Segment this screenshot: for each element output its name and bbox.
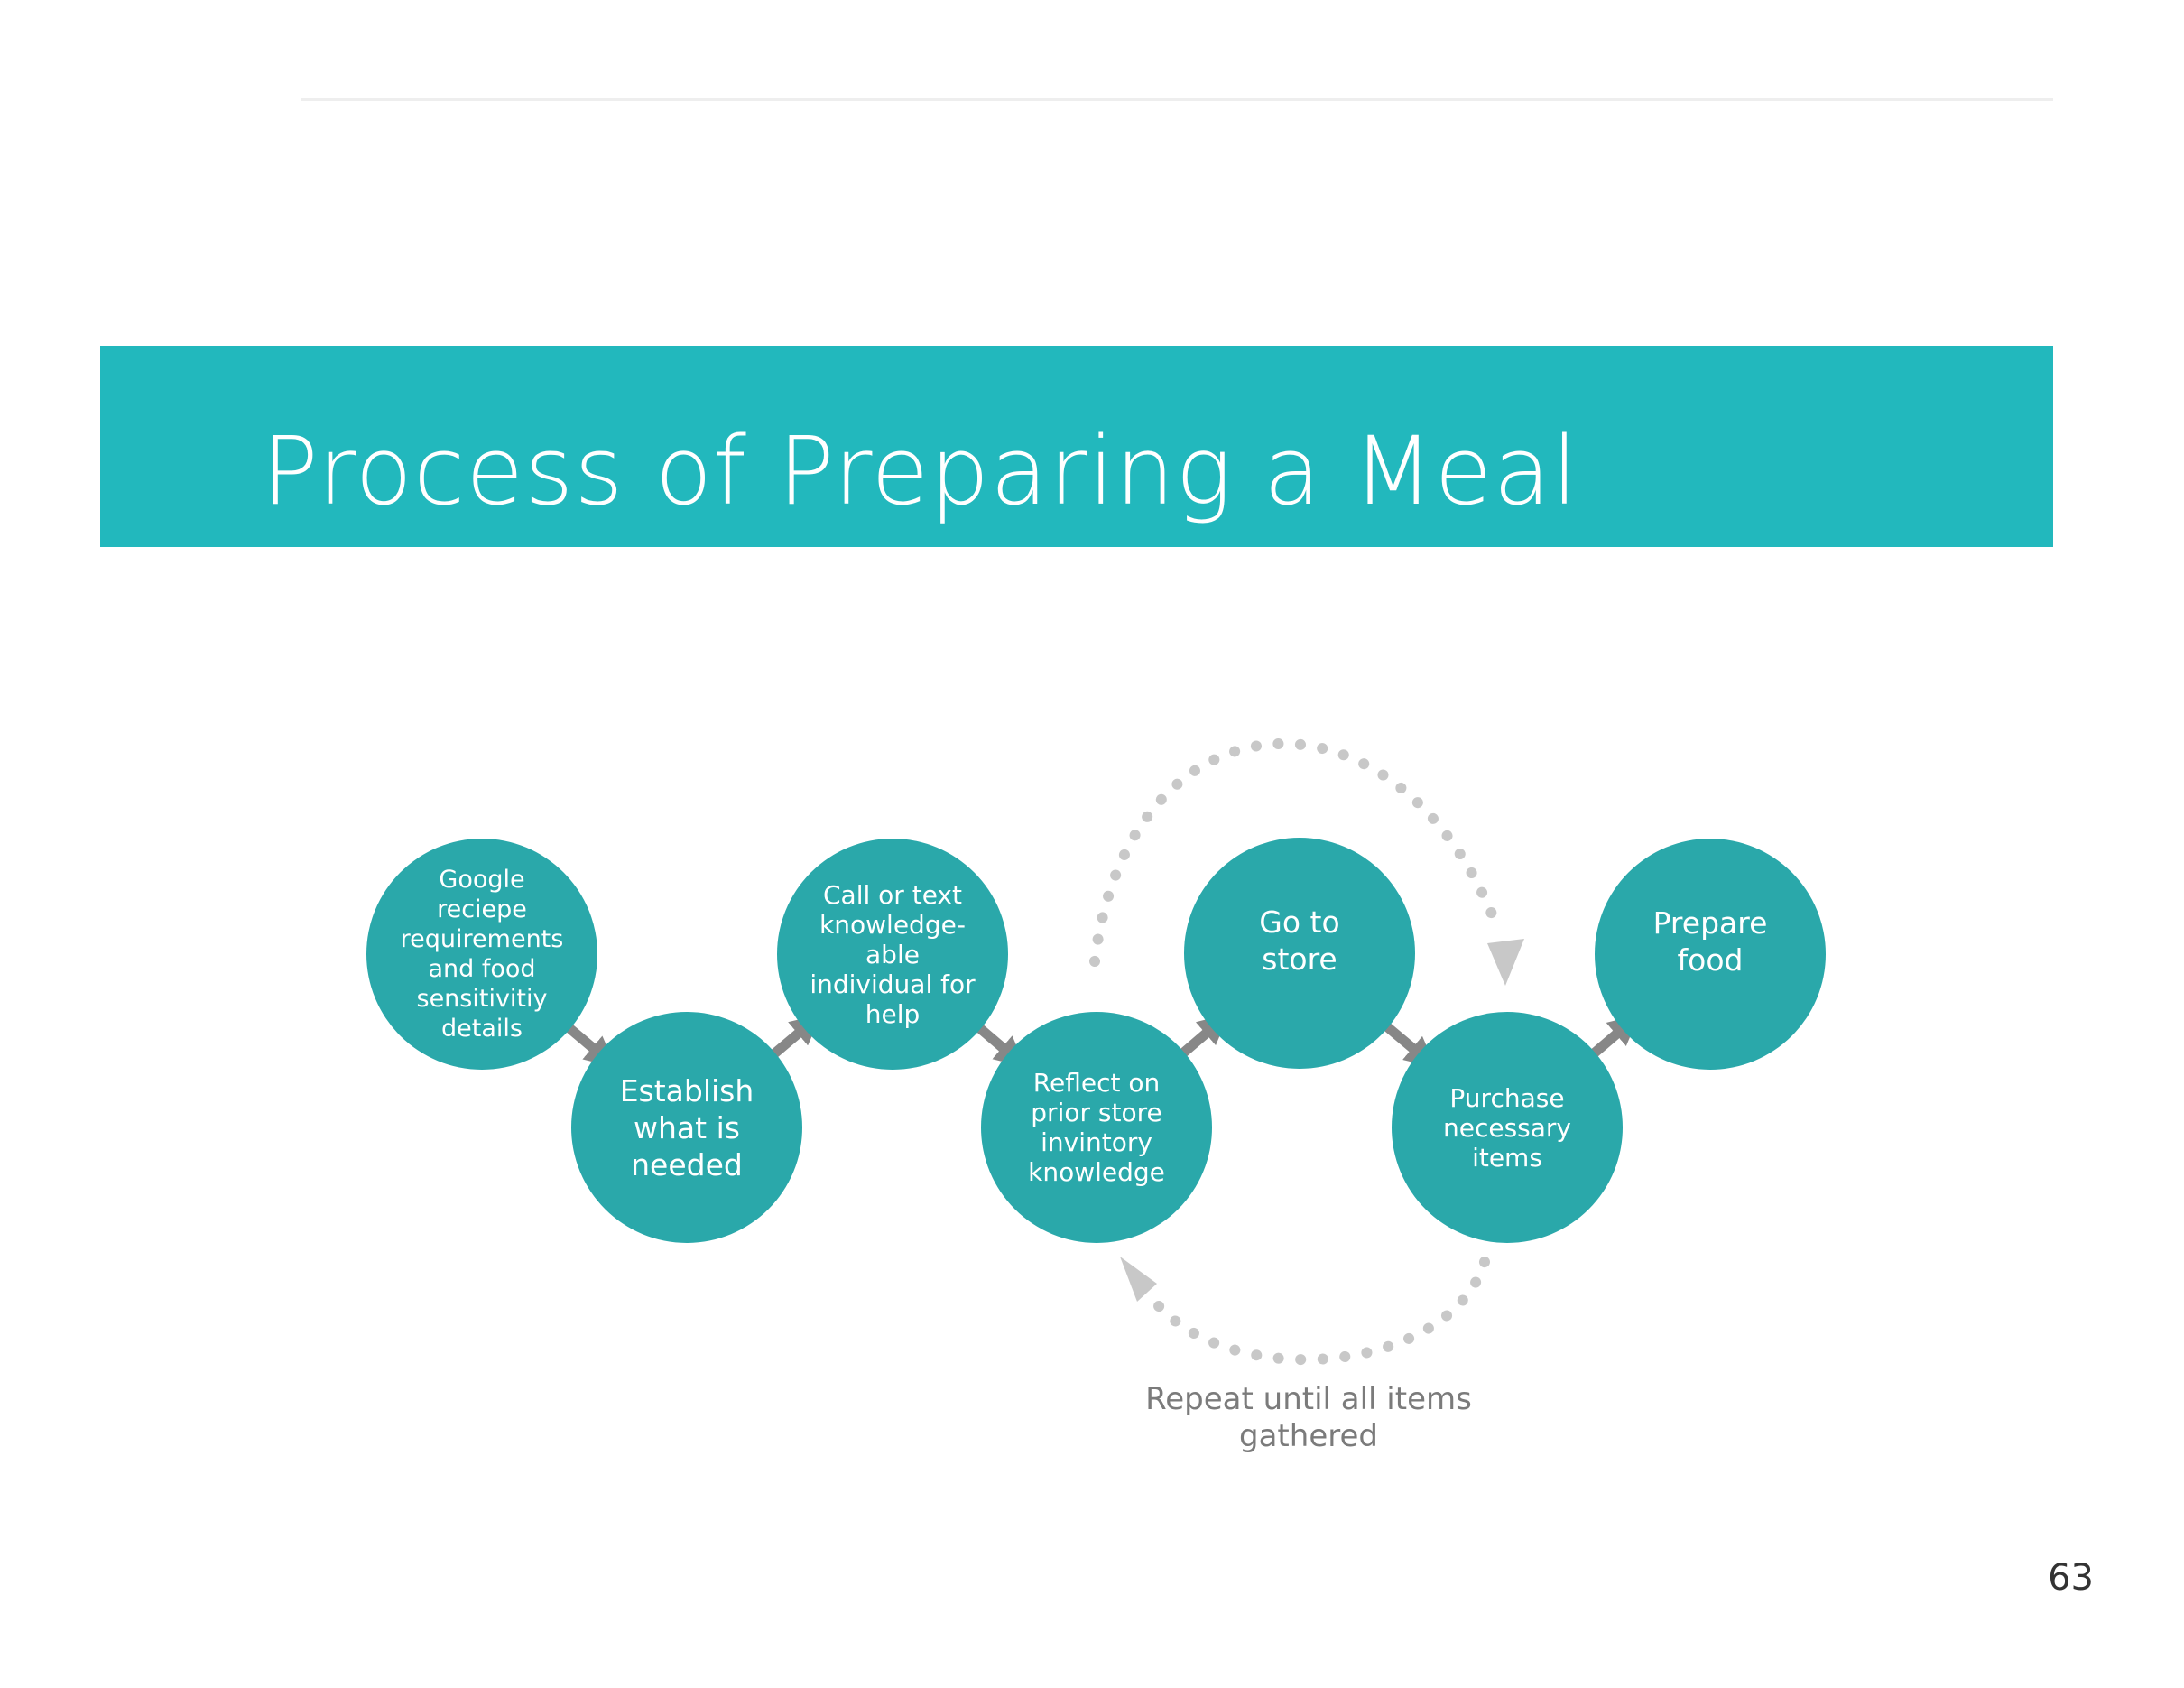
step-label-7: Prepare food [1652,905,1768,978]
loop-arc-lower [1143,1257,1490,1366]
step-label-5: Go to store [1259,904,1340,977]
loop-arc-upper [1089,737,1504,967]
slide-title: Process of Preparing a Meal [262,416,1579,526]
step-node-4 [981,1012,1212,1243]
top-divider [301,98,2053,101]
loop-arrowhead-up [1120,1257,1157,1302]
step-label-4: Reflect on prior store invintory knowled… [1028,1068,1165,1187]
step-node-7 [1595,839,1826,1070]
step-label-3: Call or text knowledge- able individual … [810,879,976,1029]
step-node-5 [1184,838,1415,1069]
loop-arcs [1089,737,1524,1366]
step-label-1: Google reciepe requirements and food sen… [400,866,564,1043]
title-banner [100,346,2053,547]
loop-arrowhead-down [1487,939,1524,986]
step-nodes [366,838,1826,1243]
step-label-2: Establish what is needed [619,1072,754,1183]
step-node-6 [1392,1012,1623,1243]
step-node-1 [366,839,597,1070]
step-node-2 [571,1012,802,1243]
step-node-3 [777,839,1008,1070]
loop-caption: Repeat until all items gathered [1145,1381,1472,1454]
step-label-6: Purchase necessary items [1442,1082,1571,1173]
page-number: 63 [2048,1557,2094,1599]
